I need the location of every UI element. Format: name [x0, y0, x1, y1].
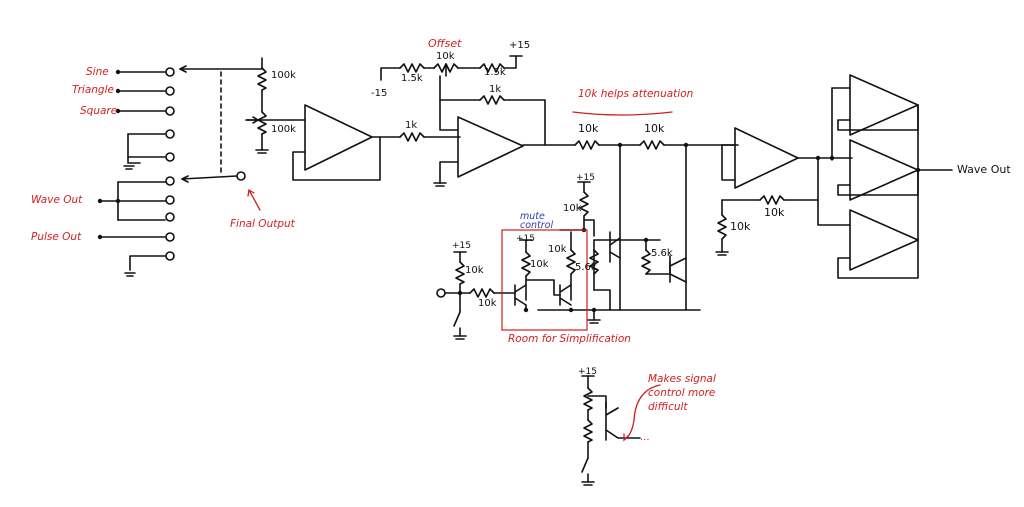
value-r10k-pullup: 10k	[465, 265, 484, 276]
output-buffer-bank	[817, 74, 953, 279]
value-r10k-ground: 10k	[730, 220, 751, 233]
offset-network	[380, 55, 546, 146]
label-wave-out-input: Wave Out	[31, 194, 83, 206]
value-r10k-mute2: 10k	[548, 244, 567, 255]
value-r5k6-b: 5.6k	[651, 248, 673, 259]
value-r100k-b: 100k	[271, 124, 296, 135]
value-r1k5-b: 1.5k	[484, 67, 506, 78]
annotation-marks	[247, 111, 673, 442]
value-r10k-collector: 10k	[563, 203, 582, 214]
value-r1k-in: 1k	[405, 120, 418, 131]
alternative-circuit	[581, 375, 641, 486]
value-r100k-a: 100k	[271, 70, 296, 81]
label-offset: Offset	[428, 37, 462, 50]
value-r10k-series1: 10k	[578, 122, 599, 135]
label-pulse-out: Pulse Out	[31, 231, 82, 243]
selector-switch	[99, 65, 263, 277]
value-r10k-series2: 10k	[644, 122, 665, 135]
value-r10k-feedback: 10k	[764, 206, 785, 219]
mute-transistor-stage	[436, 144, 701, 340]
value-vneg15: -15	[371, 88, 388, 99]
value-pot10k: 10k	[436, 51, 455, 62]
label-wave-out: Wave Out	[957, 163, 1011, 176]
value-vpos15-input: +15	[452, 241, 471, 251]
label-final-output: Final Output	[230, 218, 295, 230]
label-square: Square	[80, 105, 118, 117]
divider-resistors	[245, 57, 291, 154]
label-room-for-simplification: Room for Simplification	[508, 333, 631, 345]
value-r1k-fb: 1k	[489, 84, 502, 95]
opamp-buffer	[289, 104, 461, 181]
value-vpos15-offset: +15	[509, 40, 531, 51]
label-attenuation-note: 10k helps attenuation	[578, 88, 694, 100]
opamp1-plus-sign	[372, 118, 380, 126]
value-vpos15-collector: +15	[576, 173, 595, 183]
value-ellipsis: ...	[640, 432, 650, 443]
value-r10k-mute1: 10k	[530, 259, 549, 270]
label-mute-control: mute control	[520, 211, 554, 231]
value-vpos15-mute: +15	[516, 234, 535, 244]
value-r1k5-a: 1.5k	[401, 73, 423, 84]
label-signal-control-note: Makes signal control more difficult	[648, 373, 716, 413]
value-r10k-base: 10k	[478, 298, 497, 309]
value-vpos15-alt: +15	[578, 367, 597, 377]
label-triangle: Triangle	[72, 84, 114, 96]
value-r5k6-a: 5.6k	[575, 262, 597, 273]
simplification-box	[501, 229, 588, 331]
label-sine: Sine	[86, 66, 109, 78]
